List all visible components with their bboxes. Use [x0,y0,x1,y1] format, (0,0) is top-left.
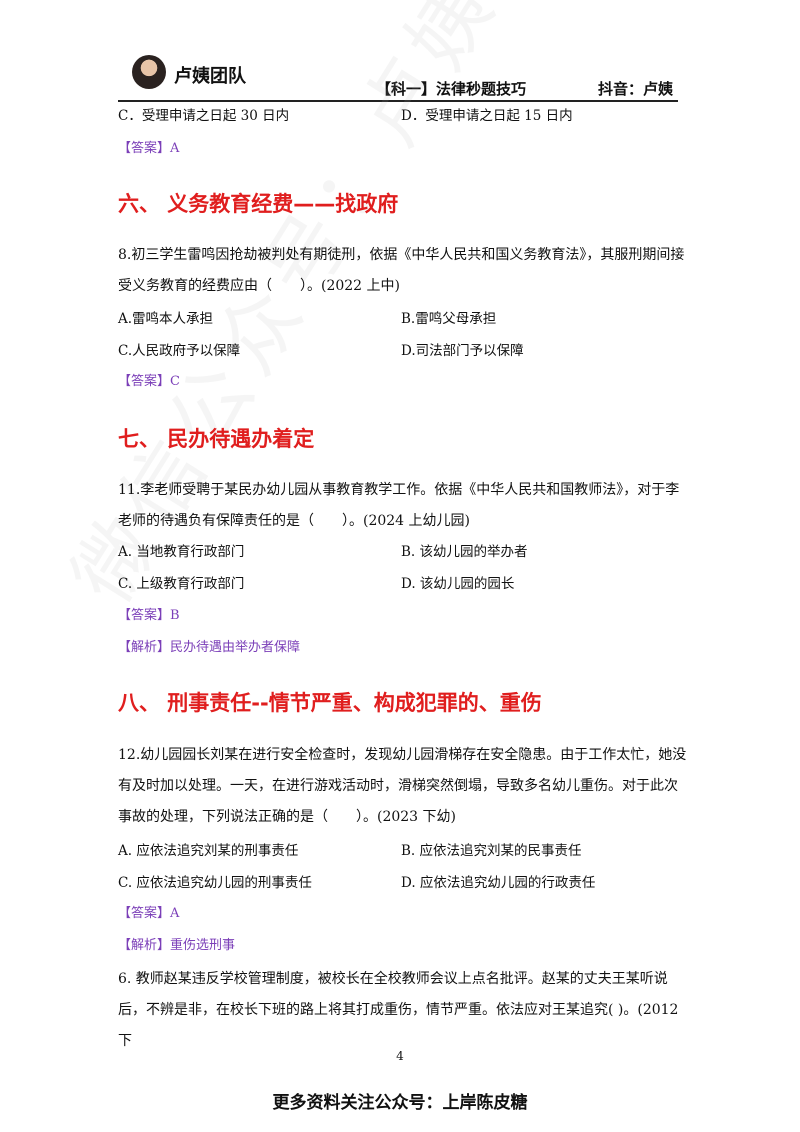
option-d: D. 该幼儿园的园长 [401,576,515,592]
answer: 【答案】B [118,608,180,623]
answer: 【答案】C [118,374,180,389]
option-d: D.司法部门予以保障 [401,343,524,359]
option-a: A. 当地教育行政部门 [118,544,245,560]
option-c: C.人民政府予以保障 [118,343,241,359]
option-row: C. 上级教育行政部门 D. 该幼儿园的园长 [118,576,688,596]
analysis: 【解析】重伤选刑事 [118,938,236,953]
question-8: 8.初三学生雷鸣因抢劫被判处有期徒刑，依据《中华人民共和国义务教育法》，其服刑期… [118,247,685,294]
page-number: 4 [396,1049,404,1063]
option-c: C. 应依法追究幼儿园的刑事责任 [118,875,312,891]
option-row: C.人民政府予以保障 D.司法部门予以保障 [118,343,688,363]
analysis: 【解析】民办待遇由举办者保障 [118,640,301,655]
section-heading-7: 七、 民办待遇办着定 [118,427,315,451]
question-12: 12.幼儿园园长刘某在进行安全检查时，发现幼儿园滑梯存在安全隐患。由于工作太忙，… [118,747,687,825]
option-row: A. 当地教育行政部门 B. 该幼儿园的举办者 [118,544,688,564]
option-b: B.雷鸣父母承担 [401,311,497,327]
question-6: 6. 教师赵某违反学校管理制度，被校长在全校教师会议上点名批评。赵某的丈夫王某听… [118,971,679,1049]
brand-name: 卢姨团队 [174,66,246,87]
option-a: A.雷鸣本人承担 [118,311,214,327]
option-row: C．受理申请之日起 30 日内 D．受理申请之日起 15 日内 [118,108,688,128]
avatar [132,55,166,89]
page-header: 卢姨团队 【科一】法律秒题技巧 抖音：卢姨 [118,52,678,104]
section-heading-8: 八、 刑事责任--情节严重、构成犯罪的、重伤 [118,691,542,715]
option-d: D. 应依法追究幼儿园的行政责任 [401,875,596,891]
option-d: D．受理申请之日起 15 日内 [401,108,573,124]
option-row: A. 应依法追究刘某的刑事责任 B. 应依法追究刘某的民事责任 [118,843,688,863]
section-heading-6: 六、 义务教育经费——找政府 [118,192,399,216]
answer: 【答案】A [118,906,180,921]
document-title: 【科一】法律秒题技巧 [376,80,527,98]
header-divider [118,100,678,102]
option-b: B. 该幼儿园的举办者 [401,544,528,560]
footer-text: 更多资料关注公众号：上岸陈皮糖 [272,1093,528,1113]
option-c: C. 上级教育行政部门 [118,576,245,592]
option-row: C. 应依法追究幼儿园的刑事责任 D. 应依法追究幼儿园的行政责任 [118,875,688,895]
social-handle: 抖音：卢姨 [598,80,674,98]
option-c: C．受理申请之日起 30 日内 [118,108,290,124]
question-11: 11.李老师受聘于某民办幼儿园从事教育教学工作。依据《中华人民共和国教师法》，对… [118,482,680,529]
option-a: A. 应依法追究刘某的刑事责任 [118,843,299,859]
answer: 【答案】A [118,141,180,156]
option-b: B. 应依法追究刘某的民事责任 [401,843,582,859]
option-row: A.雷鸣本人承担 B.雷鸣父母承担 [118,311,688,331]
